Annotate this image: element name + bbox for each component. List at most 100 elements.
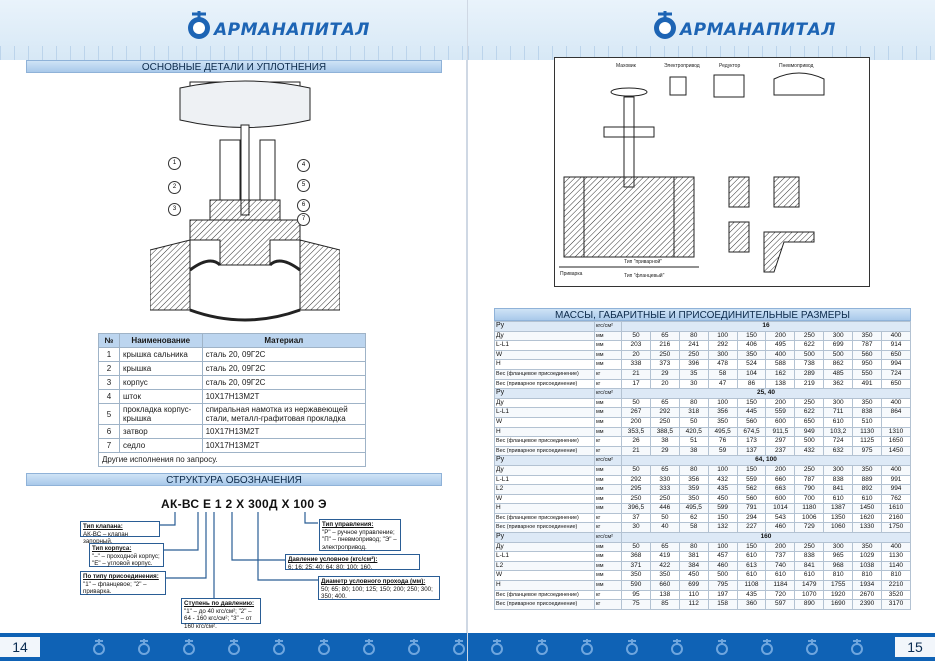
valve-logo-icon	[654, 11, 676, 39]
cell-value: 250	[649, 416, 680, 428]
cell-value: 435	[707, 484, 738, 495]
cell-value: 1479	[794, 580, 825, 591]
table-title: МАССЫ, ГАБАРИТНЫЕ И ПРИСОЕДИНИТЕЛЬНЫЕ РА…	[494, 308, 911, 321]
cell-value: 1310	[881, 426, 911, 438]
callout-2: 2	[168, 181, 181, 194]
cell-value: 388,5	[649, 426, 680, 438]
cell-value: 406	[736, 340, 767, 351]
cell-value: 150	[736, 464, 767, 476]
cell-value: 356	[678, 474, 709, 486]
cell-value: 632	[823, 445, 854, 457]
callout-3: 3	[168, 203, 181, 216]
row-label: Ду	[494, 541, 595, 553]
cell-value: 911,5	[765, 426, 796, 438]
cell-value: 991	[881, 474, 911, 486]
cell-value: 914	[881, 340, 911, 351]
legend-connection: По типу присоединения:"1" – фланцевое; "…	[80, 571, 166, 595]
cell-value: 29	[649, 445, 680, 457]
cell-value: 250	[794, 397, 825, 409]
footer	[0, 633, 467, 661]
row-label: H	[494, 359, 595, 370]
cell-value: 371	[621, 560, 651, 572]
row-unit: мм	[594, 464, 622, 476]
cell-value: 21	[621, 445, 651, 457]
row-unit: мм	[594, 426, 622, 438]
cell-value: 729	[794, 522, 825, 534]
cell-value: 1130	[881, 551, 911, 562]
valve-section-drawing	[150, 80, 340, 322]
cell-value: 300	[823, 541, 854, 553]
row-unit: мм	[594, 340, 622, 351]
cell-value: 50	[621, 464, 651, 476]
row-label: Ду	[494, 330, 595, 342]
cell-value: 289	[794, 368, 825, 380]
cell-value: 75	[621, 599, 651, 610]
cell-value: 250	[621, 493, 651, 505]
cell-value: 450	[678, 570, 709, 582]
row-unit: кг	[594, 368, 622, 380]
cell-value: 1330	[852, 522, 883, 534]
cell-value: 457	[707, 551, 738, 562]
footer-valve-icon	[851, 639, 863, 655]
cell-value: 737	[765, 551, 796, 562]
cell-value: 100	[707, 541, 738, 553]
cell-value: 86	[736, 378, 767, 390]
cell-value: 47	[707, 378, 738, 390]
cell-value: 610	[736, 570, 767, 582]
cell-value: 80	[678, 541, 709, 553]
cell-value: 359	[678, 484, 709, 495]
cell-material: 10Х17Н13М2Т	[201, 438, 367, 453]
cell-value: 543	[765, 512, 796, 524]
cell-value: 791	[736, 503, 767, 514]
header: АРМАНАПИТАЛ	[0, 0, 467, 60]
cell-value: 762	[881, 493, 911, 505]
row-label: Вес (приварное присоединение)	[494, 378, 595, 390]
cell-value: 711	[823, 407, 854, 418]
footer-valve-icon	[93, 639, 105, 655]
cell-value: 300	[823, 397, 854, 409]
row-unit: кг	[594, 522, 622, 534]
table-note-row: Другие исполнения по запросу.	[98, 452, 366, 467]
cell-num: 7	[98, 438, 120, 453]
cell-material: 10Х17Н13М2Т	[201, 389, 367, 404]
cell-value: 1108	[736, 580, 767, 591]
cell-value: 1029	[852, 551, 883, 562]
cell-value: 368	[621, 551, 651, 562]
cell-value	[881, 416, 911, 428]
cell-value: 610	[823, 416, 854, 428]
cell-value: 58	[707, 368, 738, 380]
cell-value: 699	[678, 580, 709, 591]
cell-value: 350	[852, 330, 883, 342]
cell-value: 559	[736, 474, 767, 486]
footer-valve-icon	[581, 639, 593, 655]
cell-value: 1650	[881, 436, 911, 447]
legend-diameter: Диаметр условного прохода (мм):50; 65; 8…	[318, 576, 440, 600]
cell-value: 524	[736, 359, 767, 370]
label-weld-type: Тип "приварной"	[624, 258, 662, 265]
cell-value: 2670	[852, 589, 883, 601]
col-header-name: Наименование	[119, 333, 203, 348]
cell-name: шток	[119, 389, 203, 404]
row-unit: мм	[594, 551, 622, 562]
valve-logo-icon	[188, 11, 210, 39]
cell-value: 838	[823, 474, 854, 486]
cell-value: 65	[649, 397, 680, 409]
row-label: L2	[494, 560, 595, 572]
cell-value: 1038	[852, 560, 883, 572]
row-label: L2	[494, 484, 595, 495]
row-unit: мм	[594, 330, 622, 342]
py-label: Ру	[494, 321, 595, 332]
cell-value: 660	[765, 474, 796, 486]
callout-4: 4	[297, 159, 310, 172]
cell-value: 610	[794, 570, 825, 582]
footer-valve-icon	[273, 639, 285, 655]
cell-value: 138	[765, 378, 796, 390]
cell-value: 65	[649, 464, 680, 476]
cell-value: 432	[794, 445, 825, 457]
cell-value: 400	[881, 464, 911, 476]
